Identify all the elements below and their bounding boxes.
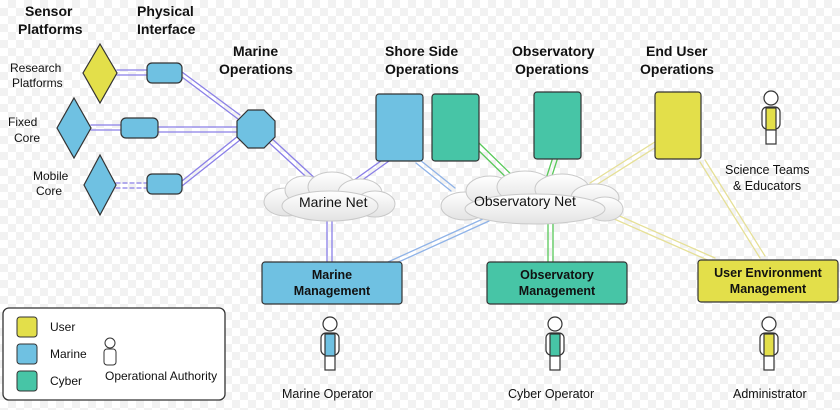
header-end-user-1: End User [646, 43, 708, 59]
observatory-management-label-1: Observatory [520, 268, 594, 282]
marine-management-box [261, 261, 403, 305]
platform-interface-links [90, 69, 148, 189]
mobile-core-diamond [83, 153, 117, 217]
science-teams-label-1: Science Teams [725, 163, 810, 177]
marine-operations-hub [236, 109, 276, 149]
cyber-operator-person-icon [545, 316, 565, 371]
shore-side-cyber-box [431, 93, 480, 162]
interface-research [146, 62, 183, 84]
observatory-ops-box [533, 91, 582, 160]
obsnet-marinemgmt-links [387, 217, 490, 266]
header-end-user-2: Operations [640, 61, 714, 77]
platform-fixed-label-1: Fixed [8, 115, 37, 129]
header-physical-interface-2: Interface [137, 21, 196, 37]
fixed-core-diamond [56, 96, 92, 160]
legend-cyber-label: Cyber [50, 374, 82, 388]
header-marine-operations-1: Marine [233, 43, 278, 59]
legend-operational-authority-label: Operational Authority [105, 369, 217, 383]
header-sensor-platforms-2: Platforms [18, 21, 83, 37]
administrator-person-icon [759, 316, 779, 371]
header-observatory-ops-1: Observatory [512, 43, 595, 59]
header-shore-side-2: Operations [385, 61, 459, 77]
platform-research-label-2: Platforms [12, 76, 63, 90]
science-teams-label-2: & Educators [733, 179, 801, 193]
legend-user-swatch [16, 316, 38, 338]
platform-research-label-1: Research [10, 61, 61, 75]
marine-management-label-1: Marine [312, 268, 352, 282]
header-observatory-ops-2: Operations [515, 61, 589, 77]
observatory-net-label: Observatory Net [474, 193, 576, 209]
platform-mobile-label-2: Core [36, 184, 62, 198]
interface-fixed [120, 117, 159, 139]
marine-net-cloud: Marine Net [263, 171, 396, 222]
operations-boxes [375, 91, 702, 162]
administrator-label: Administrator [733, 387, 807, 401]
user-env-management-label-1: User Environment [714, 266, 823, 280]
observatory-management-label-2: Management [519, 284, 596, 298]
interface-hub-links [157, 71, 241, 187]
observatory-net-cloud: Observatory Net [440, 170, 624, 225]
legend-cyber-swatch [16, 370, 38, 392]
shore-side-marine-box [375, 93, 424, 162]
user-env-management-label-2: Management [730, 282, 807, 296]
legend-marine-swatch [16, 343, 38, 365]
enduser-links [589, 139, 766, 263]
end-user-ops-box [654, 91, 702, 160]
header-physical-interface-1: Physical [137, 3, 194, 19]
interface-mobile [146, 173, 183, 195]
header-marine-operations-2: Operations [219, 61, 293, 77]
marine-operator-label: Marine Operator [282, 387, 373, 401]
legend-user-label: User [50, 320, 75, 334]
header-sensor-platforms-1: Sensor [25, 3, 73, 19]
shore-obsnet-links [415, 159, 456, 192]
marine-management-label-2: Management [294, 284, 371, 298]
platform-fixed-label-2: Core [14, 131, 40, 145]
user-env-management-box [697, 259, 839, 303]
cyber-operator-label: Cyber Operator [508, 387, 594, 401]
platform-mobile-label-1: Mobile [33, 169, 69, 183]
column-headers: Sensor Platforms Physical Interface Mari… [18, 3, 714, 77]
header-shore-side-1: Shore Side [385, 43, 458, 59]
legend-person-icon [103, 337, 117, 366]
science-teams-person-icon [761, 90, 781, 145]
marinenet-mgmt-links [326, 214, 333, 263]
marine-net-label: Marine Net [299, 194, 368, 210]
legend-marine-label: Marine [50, 347, 87, 361]
legend: User Marine Cyber Operational Authority [2, 307, 226, 401]
marine-operator-person-icon [320, 316, 340, 371]
research-platform-diamond [82, 42, 118, 105]
obsnet-obsmgmt-links [547, 219, 554, 263]
observatory-management-box [486, 261, 628, 305]
management-boxes: Marine Management Observatory Management… [261, 259, 839, 305]
physical-interfaces [120, 62, 183, 195]
sensor-platforms: Research Platforms Fixed Core Mobile Cor… [8, 42, 118, 217]
